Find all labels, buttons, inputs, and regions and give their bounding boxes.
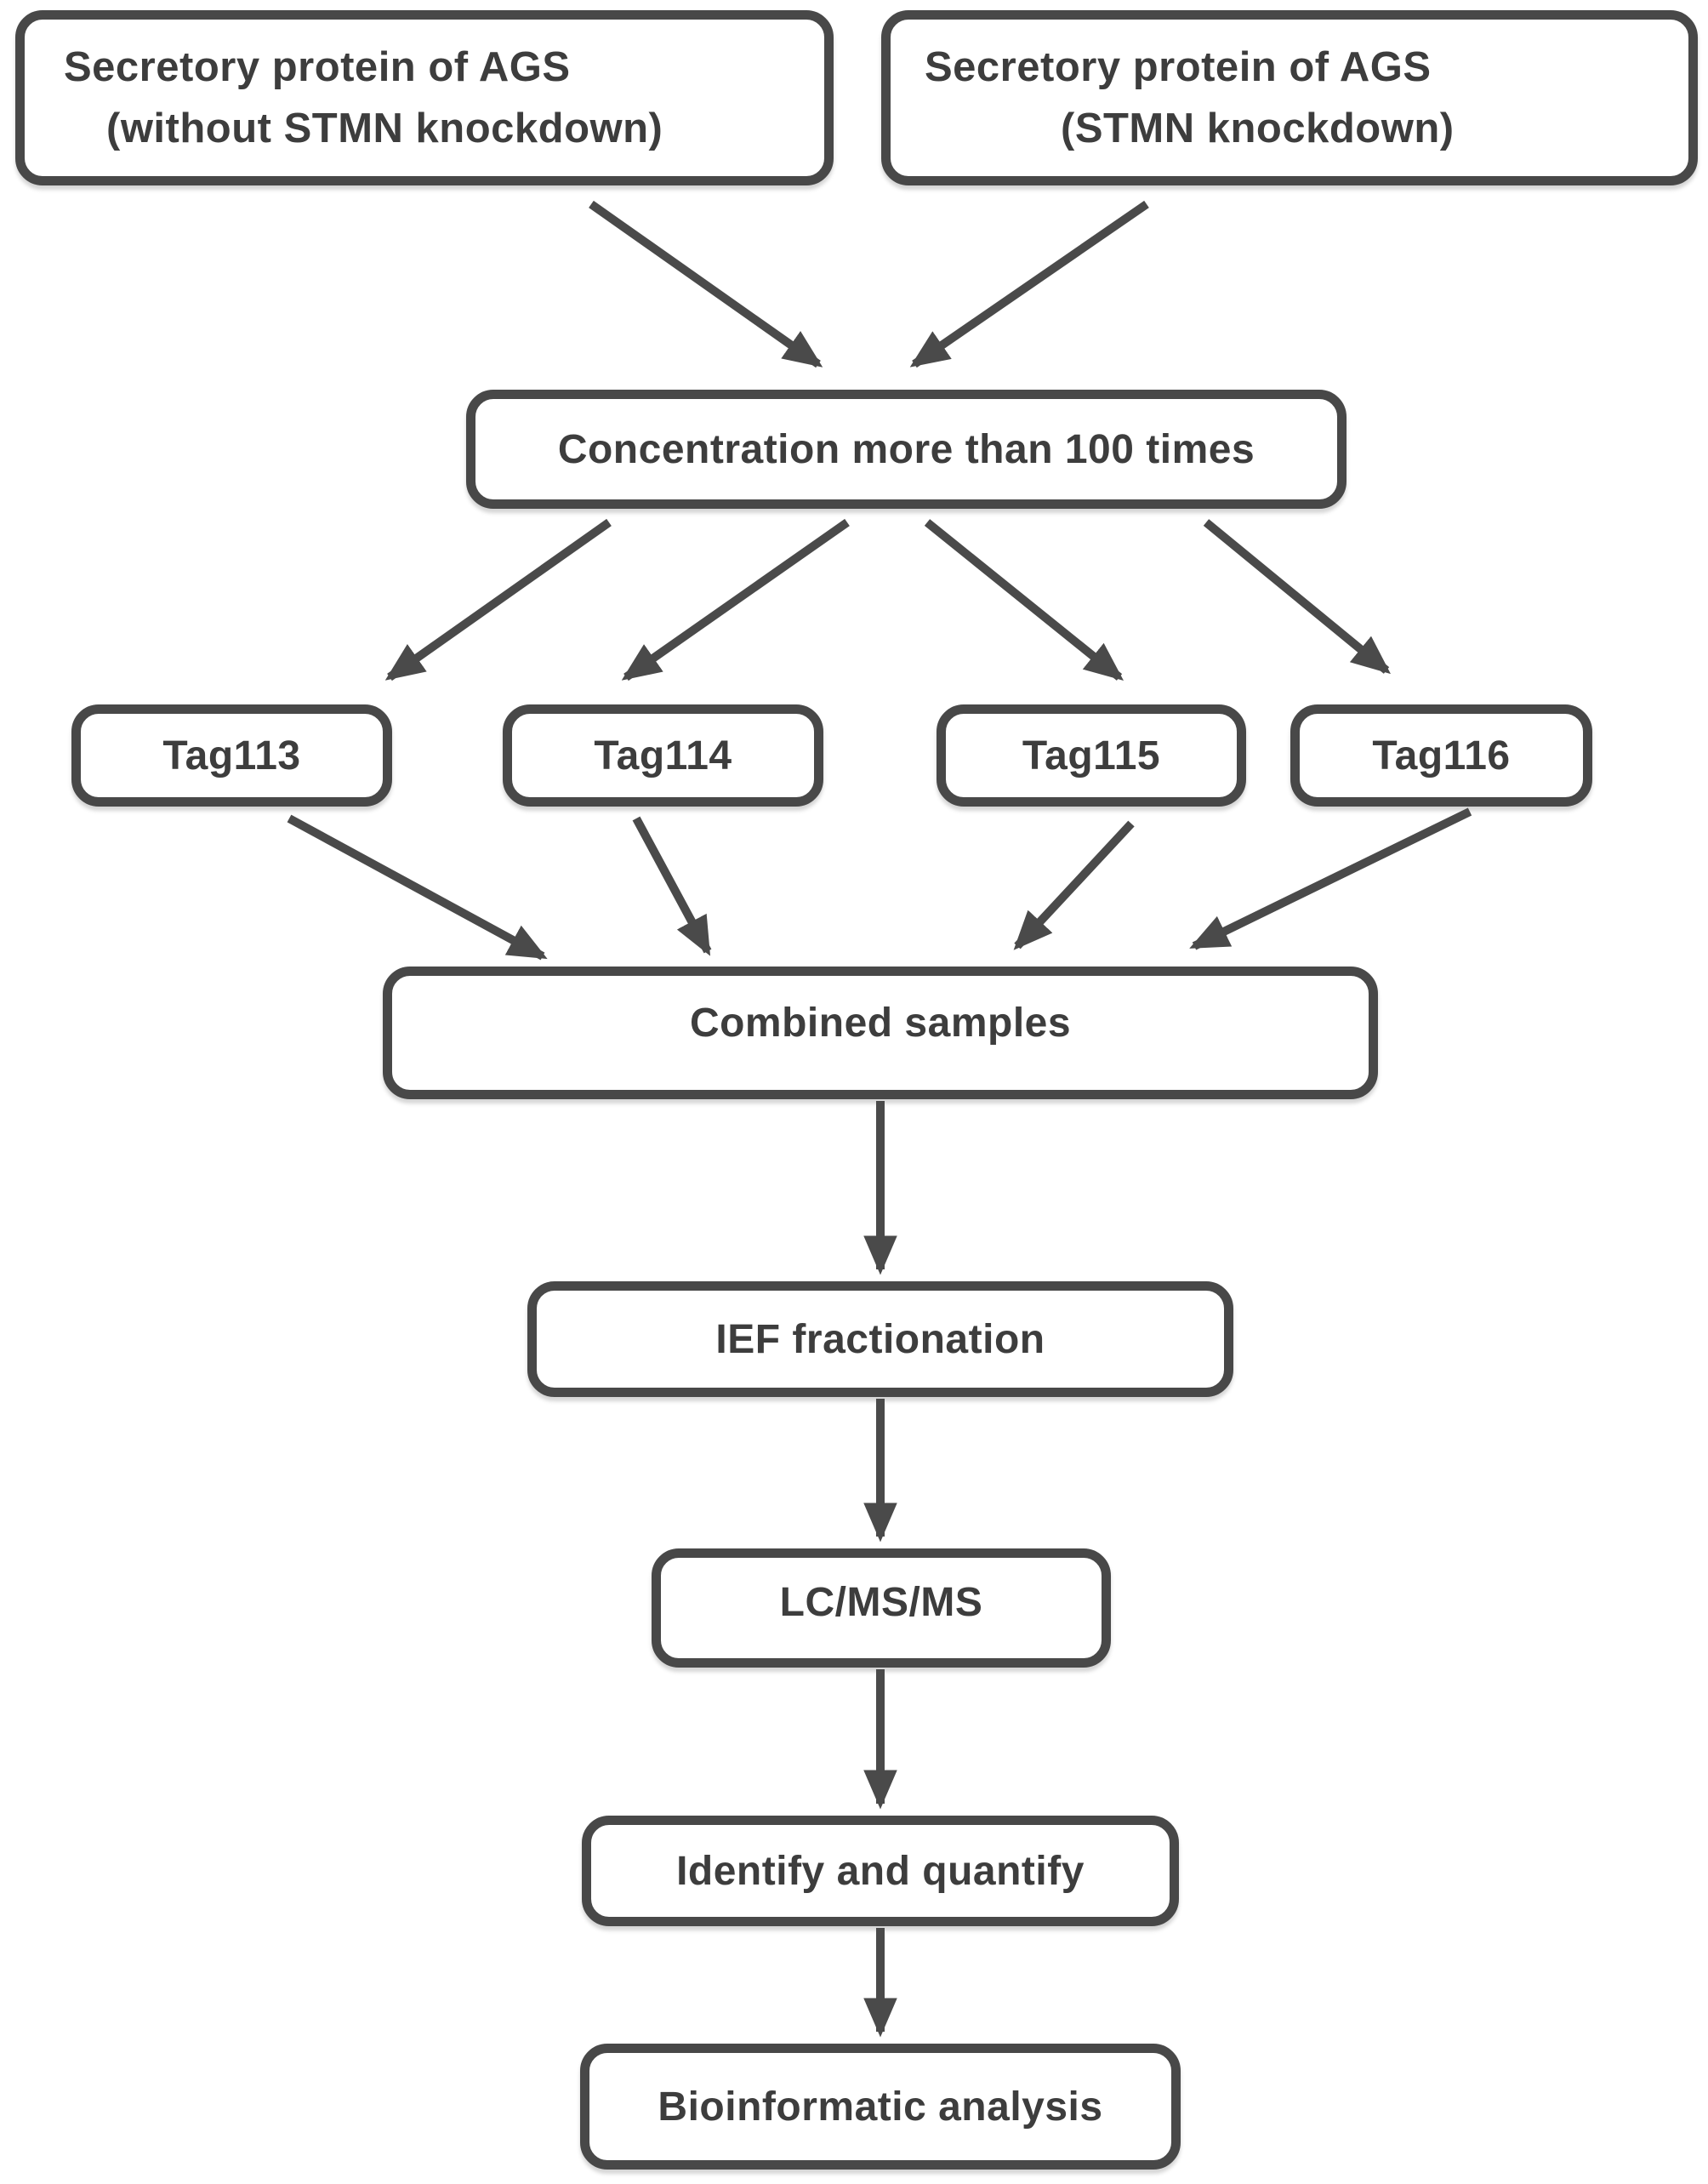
node-source-without-knockdown: Secretory protein of AGS (without STMN k… bbox=[15, 10, 834, 185]
arrow-tag115-to-combined bbox=[1013, 820, 1135, 950]
node-tag113-label: Tag113 bbox=[162, 733, 301, 778]
node-ief-fractionation-label: IEF fractionation bbox=[715, 1316, 1045, 1362]
arrow-tag113-to-combined bbox=[287, 814, 548, 961]
node-combined-samples: Combined samples bbox=[383, 967, 1378, 1099]
node-tag115: Tag115 bbox=[937, 704, 1246, 807]
arrow-tag114-to-combined bbox=[632, 816, 712, 956]
node-tag116-label: Tag116 bbox=[1372, 733, 1511, 778]
node-bioinformatic-analysis: Bioinformatic analysis bbox=[580, 2044, 1181, 2170]
node-tag116: Tag116 bbox=[1290, 704, 1592, 807]
node-identify-and-quantify-label: Identify and quantify bbox=[676, 1848, 1085, 1894]
node-tag115-label: Tag115 bbox=[1022, 733, 1161, 778]
arrow-source-control-to-concentration bbox=[589, 200, 823, 368]
node-bioinformatic-analysis-label: Bioinformatic analysis bbox=[658, 2084, 1103, 2130]
node-tag114-label: Tag114 bbox=[594, 733, 732, 778]
arrow-source-knockdown-to-concentration bbox=[909, 200, 1149, 368]
node-source-knockdown-line2: (STMN knockdown) bbox=[1061, 105, 1455, 151]
node-concentration-label: Concentration more than 100 times bbox=[557, 426, 1255, 472]
node-concentration: Concentration more than 100 times bbox=[466, 390, 1346, 509]
node-source-without-knockdown-line2: (without STMN knockdown) bbox=[106, 105, 663, 151]
node-lc-ms-ms-label: LC/MS/MS bbox=[779, 1579, 983, 1625]
node-tag114: Tag114 bbox=[503, 704, 823, 807]
node-tag113: Tag113 bbox=[71, 704, 392, 807]
arrow-concentration-to-tag113 bbox=[384, 518, 612, 681]
node-lc-ms-ms: LC/MS/MS bbox=[652, 1548, 1111, 1668]
arrow-tag116-to-combined bbox=[1189, 807, 1472, 950]
node-combined-samples-label: Combined samples bbox=[689, 1000, 1072, 1046]
node-identify-and-quantify: Identify and quantify bbox=[582, 1816, 1179, 1926]
node-source-knockdown-line1: Secretory protein of AGS bbox=[925, 44, 1432, 90]
node-source-knockdown: Secretory protein of AGS (STMN knockdown… bbox=[881, 10, 1698, 185]
arrow-concentration-to-tag115 bbox=[924, 519, 1124, 681]
arrow-concentration-to-tag116 bbox=[1203, 519, 1391, 675]
node-ief-fractionation: IEF fractionation bbox=[527, 1281, 1233, 1397]
node-source-without-knockdown-line1: Secretory protein of AGS bbox=[64, 44, 571, 90]
arrow-concentration-to-tag114 bbox=[621, 518, 850, 681]
